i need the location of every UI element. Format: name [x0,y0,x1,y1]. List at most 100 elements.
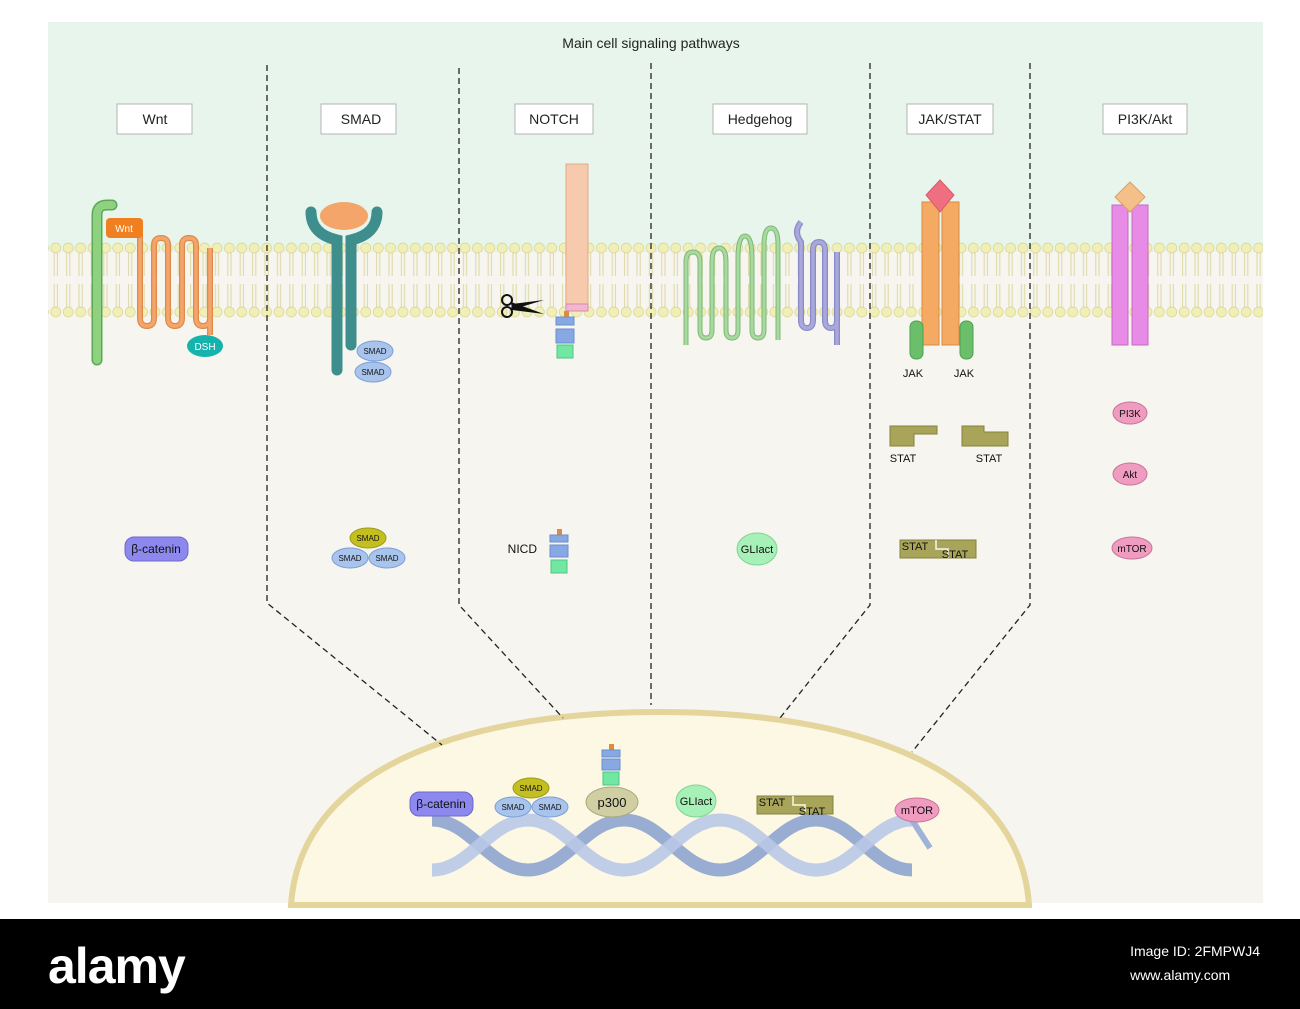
notch-receptor [565,163,589,305]
pathway-label-pi3k: PI3K/Akt [1102,103,1188,135]
p300-label: p300 [598,795,627,810]
pi3k-receptor-chain [1131,204,1149,346]
jak-label: JAK [903,368,924,380]
wnt-ligand [106,218,143,238]
pathway-label-text: NOTCH [529,111,579,127]
smad-label: SMAD [538,803,561,812]
smad-label: SMAD [338,554,361,563]
jak-kinase [959,320,974,360]
divider-4 [779,63,871,719]
beta-catenin-label: β-catenin [416,797,466,811]
stat-monomer [889,425,938,447]
label-box [712,103,808,135]
nicd-tail-membrane [556,344,574,359]
extracellular-space [48,22,1263,252]
nicd-segment [601,749,621,758]
mtor-label: mTOR [1117,544,1146,555]
stat-label: STAT [976,453,1003,465]
jakstat-pathway: JAK JAK STAT STAT STAT STAT [889,179,1009,561]
watermark-info: Image ID: 2FMPWJ4 www.alamy.com [1130,939,1260,987]
smad-protein [331,547,369,569]
signaling-diagram: Main cell signaling pathways Wnt SMAD NO… [48,22,1263,908]
nicd-tail [550,559,568,574]
diagram-title: Main cell signaling pathways [562,35,739,51]
smad4-protein [349,527,387,549]
pathway-label-text: PI3K/Akt [1118,111,1173,127]
mtor-protein [1111,536,1153,560]
mtor-protein [894,797,940,823]
scissors-icon [501,294,544,318]
label-box [1102,103,1188,135]
smad-label: SMAD [363,347,386,356]
pathway-label-wnt: Wnt [116,103,193,135]
smad-label: SMAD [519,784,542,793]
nicd-membrane [555,316,575,326]
smad-protein [494,796,532,818]
stat-label: STAT [890,453,917,465]
stat-label: STAT [799,806,826,818]
watermark-bar: alamy Image ID: 2FMPWJ4 www.alamy.com [0,919,1300,1009]
nicd-membrane [555,328,575,344]
notch-cleavage-site [565,303,589,312]
gli-protein [736,532,778,566]
pathway-label-jakstat: JAK/STAT [906,103,994,135]
scissors-ring [501,294,513,306]
pathway-label-smad: SMAD [320,103,397,135]
stat-monomer [961,425,1009,447]
smad-label: SMAD [356,534,379,543]
gli-label: GLIact [741,544,773,556]
dsh-protein [187,335,223,357]
nicd-label: NICD [508,542,538,556]
smad-receptor-right [345,206,383,351]
nicd-top [557,529,562,535]
label-box [514,103,594,135]
smad4-protein [512,777,550,799]
jak-receptor-chain [921,201,940,346]
akt-protein [1112,462,1148,486]
akt-label: Akt [1123,470,1138,481]
gli-protein [675,784,717,818]
nicd-segment [549,534,569,543]
smad-protein [354,361,392,383]
nicd-tail [602,771,620,786]
stat-label: STAT [759,797,786,809]
beta-catenin-label: β-catenin [131,542,181,556]
watermark-site: www.alamy.com [1130,967,1231,983]
stat-label: STAT [902,541,929,553]
scissors-blade [511,300,544,310]
pi3k-ligand [1114,181,1146,213]
smad-protein [368,547,406,569]
smad-label: SMAD [375,554,398,563]
smad-pathway: SMAD SMAD SMAD SMAD SMAD [305,202,406,569]
nicd-top [609,744,614,750]
notch-tm-segment [564,311,569,317]
pathway-label-text: JAK/STAT [918,111,982,127]
dna-strand [431,813,913,877]
smad-receptor [305,206,343,376]
pi3k-label: PI3K [1119,409,1141,420]
pathway-dividers [266,63,1031,753]
pathway-label-text: Hedgehog [728,111,793,127]
jak-label: JAK [954,368,975,380]
smad-ligand [320,202,368,230]
lrp-coreceptor-fill [93,201,116,364]
wnt-pathway: Wnt DSH β-catenin [91,199,223,562]
label-box [116,103,193,135]
patched-receptor-fill [684,226,780,345]
scissors-ring [501,306,513,318]
jak-kinase [909,320,924,360]
smoothened-receptor-fill [795,220,839,345]
beta-catenin-cytoplasm [124,536,189,562]
pi3k-pathway: PI3K Akt mTOR [1111,181,1153,560]
mtor-label: mTOR [901,805,933,817]
jak-receptor-chain [941,201,960,346]
divider-5 [911,63,1031,753]
watermark-image-id: Image ID: 2FMPWJ4 [1130,943,1260,959]
frizzled-receptor-fill [138,228,212,335]
p300-protein [585,786,639,818]
jak-ligand [925,179,955,213]
nicd-segment [549,544,569,558]
dna-double-helix [431,813,933,877]
nicd-segment [601,758,621,771]
